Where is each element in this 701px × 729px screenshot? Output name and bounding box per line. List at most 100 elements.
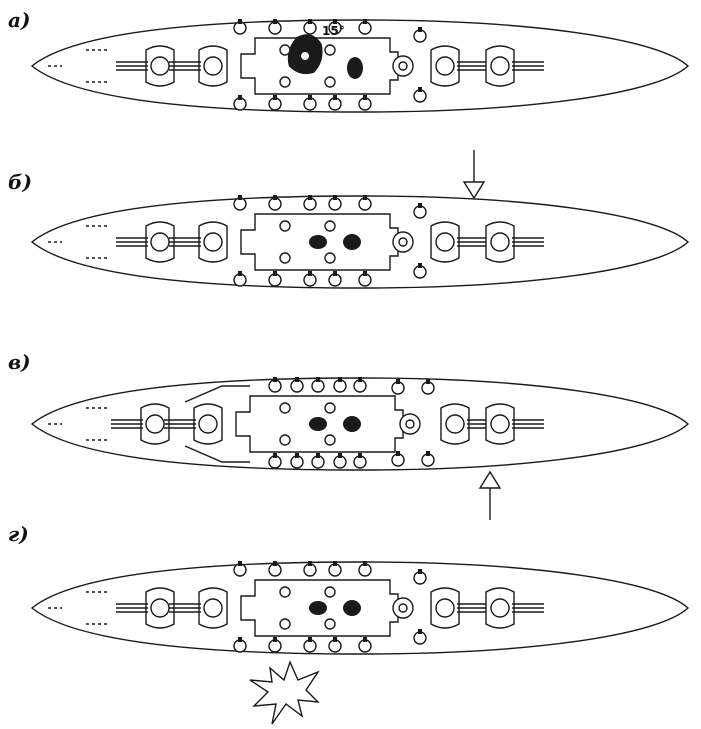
deck-mount	[324, 252, 336, 264]
mount-gun	[308, 195, 312, 200]
turret-b	[169, 221, 228, 263]
secondary-mount	[303, 271, 317, 287]
mast	[392, 231, 414, 253]
secondary-mount	[413, 203, 427, 219]
turret-a	[116, 45, 175, 87]
turret-ring	[490, 232, 510, 252]
secondary-mount	[328, 561, 342, 577]
hull-outline	[30, 195, 690, 289]
mount-gun	[308, 561, 312, 566]
secondary-mount	[413, 87, 427, 103]
mount-gun	[418, 629, 422, 634]
turret-ring	[145, 414, 165, 434]
mount-gun	[273, 95, 277, 100]
mount-gun	[273, 19, 277, 24]
angle-annotation: 15°	[322, 24, 345, 38]
turret-ring	[490, 414, 510, 434]
mast-core	[398, 61, 408, 71]
explosion-icon	[249, 660, 320, 725]
mount-gun	[363, 561, 367, 566]
panel-label-a: а)	[8, 8, 31, 32]
mast-core	[398, 603, 408, 613]
mount-gun	[333, 195, 337, 200]
mount-gun	[238, 271, 242, 276]
deck-mount	[324, 434, 336, 446]
mount-gun	[418, 263, 422, 268]
secondary-mount	[413, 629, 427, 645]
deck-mount	[279, 44, 291, 56]
mount-gun	[418, 87, 422, 92]
hull-outline	[30, 561, 690, 655]
mount-gun	[273, 561, 277, 566]
funnel-fore	[309, 235, 327, 249]
mount-gun	[333, 637, 337, 642]
mount-gun	[338, 453, 342, 458]
secondary-mount	[290, 377, 304, 393]
mount-gun	[363, 95, 367, 100]
deck-mount	[279, 76, 291, 88]
secondary-mount	[268, 637, 282, 653]
secondary-mount	[391, 451, 405, 467]
funnel	[347, 57, 363, 79]
mount-gun	[358, 377, 362, 382]
deck-mount	[324, 586, 336, 598]
turret-ring	[490, 56, 510, 76]
turret-ring	[435, 56, 455, 76]
funnel-fore	[309, 417, 327, 431]
turret-d	[485, 45, 544, 87]
turret-ring	[445, 414, 465, 434]
mount-gun	[316, 453, 320, 458]
secondary-mount	[268, 19, 282, 35]
mount-gun	[308, 637, 312, 642]
deck-mount	[324, 76, 336, 88]
turret-b	[169, 45, 228, 87]
secondary-mount	[311, 453, 325, 469]
mast	[392, 55, 414, 77]
deck-mount	[324, 44, 336, 56]
mount-gun	[363, 637, 367, 642]
mount-gun	[333, 561, 337, 566]
secondary-mount	[413, 263, 427, 279]
turret-ring	[150, 56, 170, 76]
mount-gun	[363, 271, 367, 276]
ship-a	[30, 19, 690, 113]
mount-gun	[295, 453, 299, 458]
secondary-mount	[353, 377, 367, 393]
mount-gun	[295, 377, 299, 382]
secondary-mount	[358, 95, 372, 111]
mount-gun	[308, 271, 312, 276]
arrow-head	[478, 470, 502, 489]
mount-gun	[333, 271, 337, 276]
ship-v	[30, 377, 690, 471]
secondary-mount	[233, 195, 247, 211]
secondary-mount	[268, 561, 282, 577]
ship-b	[30, 195, 690, 289]
mount-gun	[308, 19, 312, 24]
turret-b	[164, 403, 223, 445]
secondary-mount	[421, 379, 435, 395]
deck-mount	[279, 434, 291, 446]
secondary-mount	[233, 95, 247, 111]
turret-a	[116, 587, 175, 629]
mast	[392, 597, 414, 619]
mast-core	[398, 237, 408, 247]
mount-gun	[426, 379, 430, 384]
mount-gun	[396, 379, 400, 384]
turret-d	[485, 221, 544, 263]
secondary-mount	[328, 195, 342, 211]
secondary-mount	[413, 27, 427, 43]
mount-gun	[273, 271, 277, 276]
secondary-mount	[328, 637, 342, 653]
mount-gun	[363, 19, 367, 24]
mount-gun	[358, 453, 362, 458]
deck-mount	[279, 252, 291, 264]
secondary-mount	[358, 637, 372, 653]
turret-c	[430, 221, 489, 263]
mount-gun	[238, 19, 242, 24]
secondary-mount	[303, 19, 317, 35]
secondary-mount	[268, 453, 282, 469]
deck-mount	[324, 618, 336, 630]
panel-label-v: в)	[8, 350, 31, 374]
mount-gun	[238, 195, 242, 200]
deck-line	[184, 385, 250, 403]
